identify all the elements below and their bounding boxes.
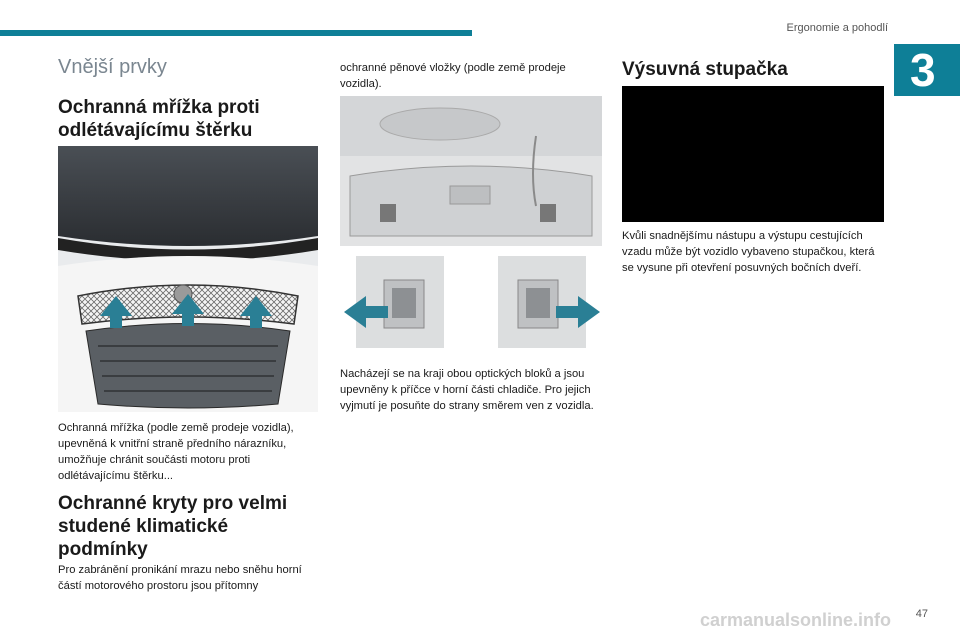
grille-illustration — [58, 146, 318, 412]
header-accent-bar — [0, 30, 472, 36]
left-insert-illustration — [356, 256, 444, 348]
step-photo — [622, 86, 884, 222]
arrow-right-icon — [556, 296, 600, 328]
engine-bay-photo — [340, 96, 602, 246]
left-insert-photo — [356, 256, 444, 348]
heading-gravel-grille: Ochranná mřížka proti odlétávajícímu ště… — [58, 97, 260, 141]
watermark: carmanualsonline.info — [700, 610, 892, 630]
chapter-number: 3 — [910, 44, 936, 96]
chapter-tab — [894, 44, 960, 96]
engine-bay-illustration — [340, 96, 602, 246]
paragraph-grille: Ochranná mřížka (podle země prodeje vozi… — [58, 422, 294, 482]
chapter-title: Ergonomie a pohodlí — [786, 22, 888, 34]
section-title: Vnější prvky — [58, 56, 167, 78]
page-number: 47 — [915, 608, 928, 620]
paragraph-foam-inserts: ochranné pěnové vložky (podle země prode… — [340, 62, 566, 90]
paragraph-step: Kvůli snadnějšímu nástupu a výstupu cest… — [622, 230, 875, 274]
paragraph-insert-location: Nacházejí se na kraji obou optických blo… — [340, 368, 594, 412]
right-insert-illustration — [498, 256, 586, 348]
arrow-left-icon — [344, 296, 388, 328]
paragraph-cold-covers: Pro zabránění pronikání mrazu nebo sněhu… — [58, 564, 302, 592]
grille-photo — [58, 146, 318, 412]
heading-cold-covers: Ochranné kryty pro velmi studené klimati… — [58, 493, 288, 560]
heading-step: Výsuvná stupačka — [622, 59, 788, 80]
right-insert-photo — [498, 256, 586, 348]
